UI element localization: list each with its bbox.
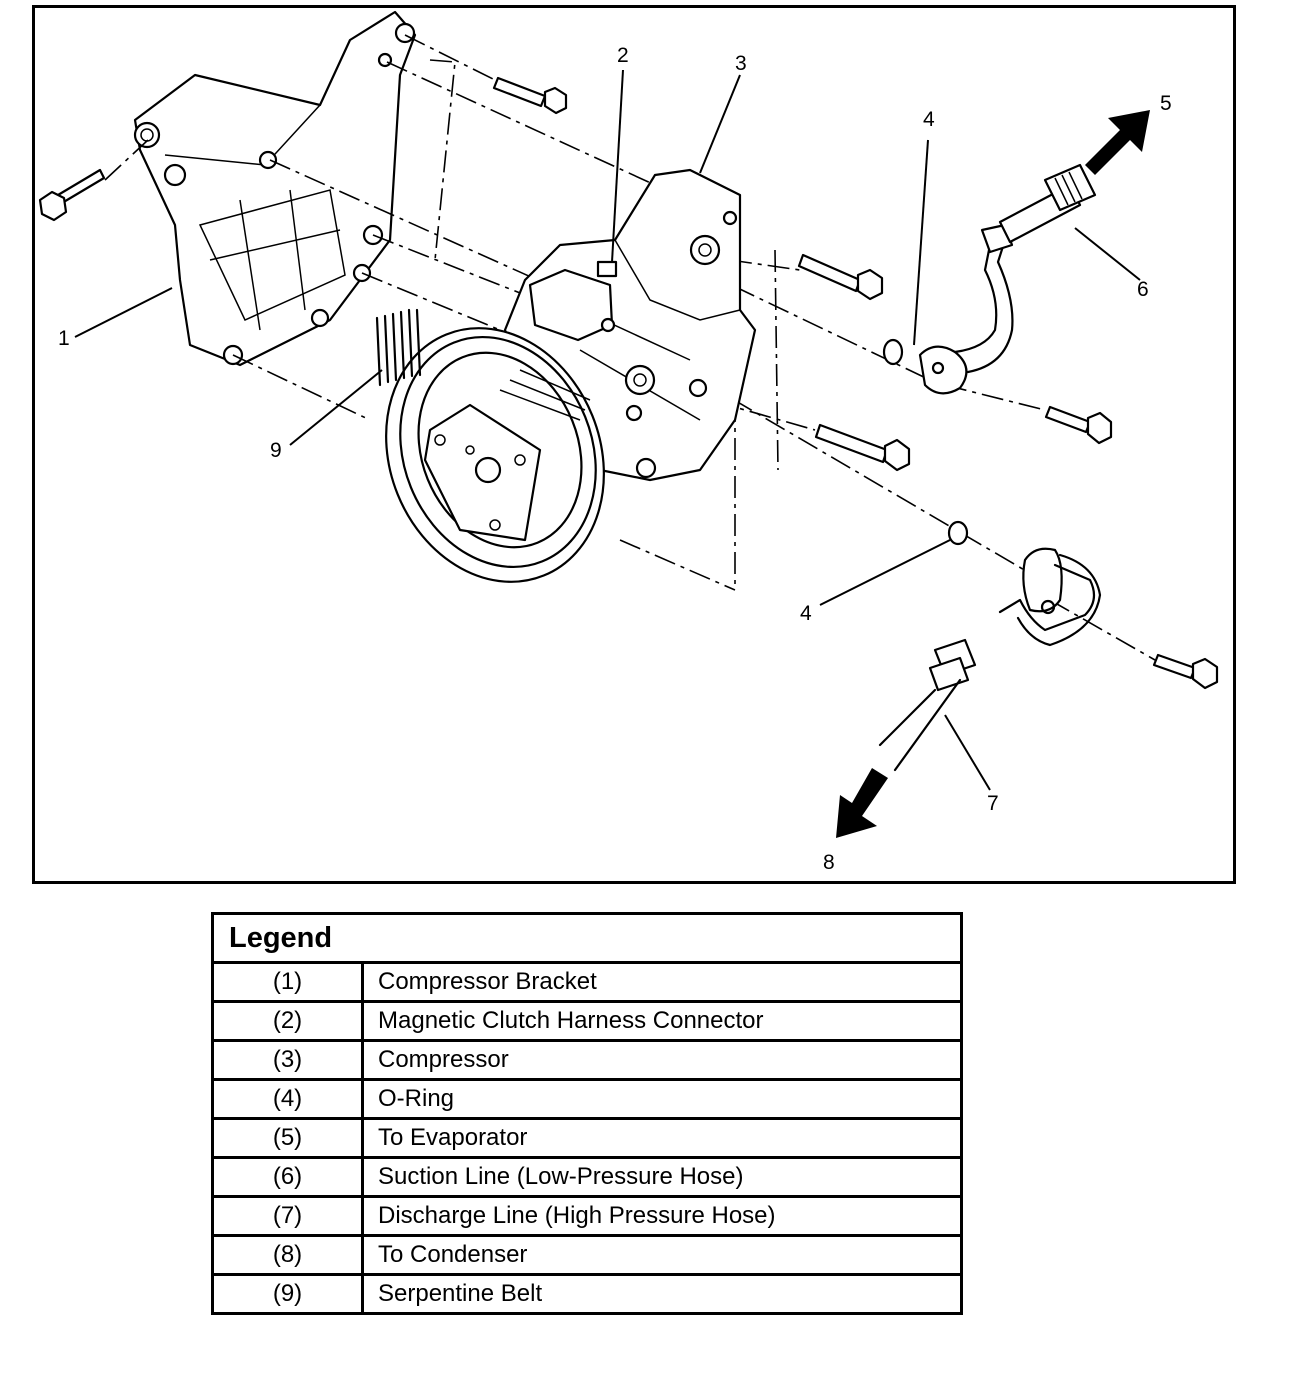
callout-4-upper: 4 — [923, 108, 935, 131]
arrow-to-evaporator — [1085, 110, 1150, 175]
bolt-discharge-line — [1152, 653, 1219, 690]
legend-row-number: (9) — [211, 1273, 364, 1315]
legend-row: (2) Magnetic Clutch Harness Connector — [211, 1000, 963, 1042]
compressor-pulley — [385, 327, 605, 583]
legend-row-number: (7) — [211, 1195, 364, 1237]
legend-row: (4) O-Ring — [211, 1078, 963, 1120]
callout-1: 1 — [58, 327, 70, 350]
legend-title: Legend — [211, 912, 963, 964]
bolt-suction-line — [1044, 405, 1113, 445]
exploded-view-diagram: 1 2 3 4 4 5 6 7 8 9 — [38, 10, 1219, 874]
callout-4-lower: 4 — [800, 602, 812, 625]
bolt-compressor-upper — [797, 253, 884, 301]
legend-row-number: (6) — [211, 1156, 364, 1198]
bolt-top — [492, 76, 568, 115]
legend-row-description: Discharge Line (High Pressure Hose) — [361, 1195, 963, 1237]
legend-row: (7) Discharge Line (High Pressure Hose) — [211, 1195, 963, 1237]
legend-row-description: Compressor Bracket — [361, 961, 963, 1003]
legend-row-description: Magnetic Clutch Harness Connector — [361, 1000, 963, 1042]
legend-row-number: (2) — [211, 1000, 364, 1042]
compressor-bracket — [133, 10, 417, 367]
legend-row: (3) Compressor — [211, 1039, 963, 1081]
arrow-to-condenser — [836, 768, 888, 838]
bolt-left — [38, 168, 106, 222]
discharge-line — [878, 547, 1102, 772]
o-ring-upper — [882, 338, 904, 366]
callout-8: 8 — [823, 851, 835, 874]
legend-table: Legend (1) Compressor Bracket (2) Magnet… — [211, 912, 963, 1315]
callout-3: 3 — [735, 52, 747, 75]
callout-2: 2 — [617, 44, 629, 67]
legend-row: (9) Serpentine Belt — [211, 1273, 963, 1315]
legend-row-description: To Evaporator — [361, 1117, 963, 1159]
serpentine-belt — [375, 308, 422, 387]
legend-row-description: To Condenser — [361, 1234, 963, 1276]
leader-lines — [74, 69, 1141, 791]
callout-5: 5 — [1160, 92, 1172, 115]
legend-row-description: Compressor — [361, 1039, 963, 1081]
legend-row: (1) Compressor Bracket — [211, 961, 963, 1003]
callout-7: 7 — [987, 792, 999, 815]
magnetic-clutch-harness-connector — [528, 260, 618, 342]
legend-row-description: O-Ring — [361, 1078, 963, 1120]
bolt-compressor-lower — [814, 423, 911, 472]
callout-6: 6 — [1137, 278, 1149, 301]
legend-row: (8) To Condenser — [211, 1234, 963, 1276]
legend-row-number: (4) — [211, 1078, 364, 1120]
legend-row-description: Suction Line (Low-Pressure Hose) — [361, 1156, 963, 1198]
legend-row-number: (8) — [211, 1234, 364, 1276]
callout-9: 9 — [270, 439, 282, 462]
legend-row-number: (3) — [211, 1039, 364, 1081]
o-ring-lower — [947, 520, 969, 546]
legend-row-description: Serpentine Belt — [361, 1273, 963, 1315]
suction-line — [918, 163, 1097, 395]
legend-row-number: (1) — [211, 961, 364, 1003]
legend-row: (6) Suction Line (Low-Pressure Hose) — [211, 1156, 963, 1198]
legend-row-number: (5) — [211, 1117, 364, 1159]
legend-row: (5) To Evaporator — [211, 1117, 963, 1159]
